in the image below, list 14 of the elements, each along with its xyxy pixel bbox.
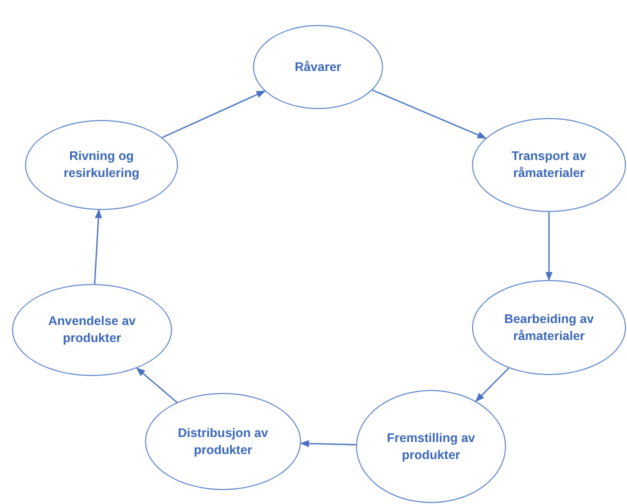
arrow <box>94 209 102 284</box>
step-label: Anvendelse av produkter <box>47 313 137 347</box>
step-label: Transport av råmaterialer <box>510 148 588 182</box>
arrow <box>136 368 178 403</box>
step-label: Distribusjon av produkter <box>176 424 270 458</box>
step-label: Fremstilling av produkter <box>386 430 476 464</box>
arrow <box>475 368 510 402</box>
arrow <box>372 89 487 139</box>
step-label: Råvarer <box>294 58 342 76</box>
arrow <box>162 90 266 138</box>
arrow <box>545 212 553 281</box>
arrow <box>300 440 356 448</box>
step-label: Bearbeiding av råmaterialer <box>503 310 595 344</box>
step-label: Rivning og resirkulering <box>62 148 140 182</box>
